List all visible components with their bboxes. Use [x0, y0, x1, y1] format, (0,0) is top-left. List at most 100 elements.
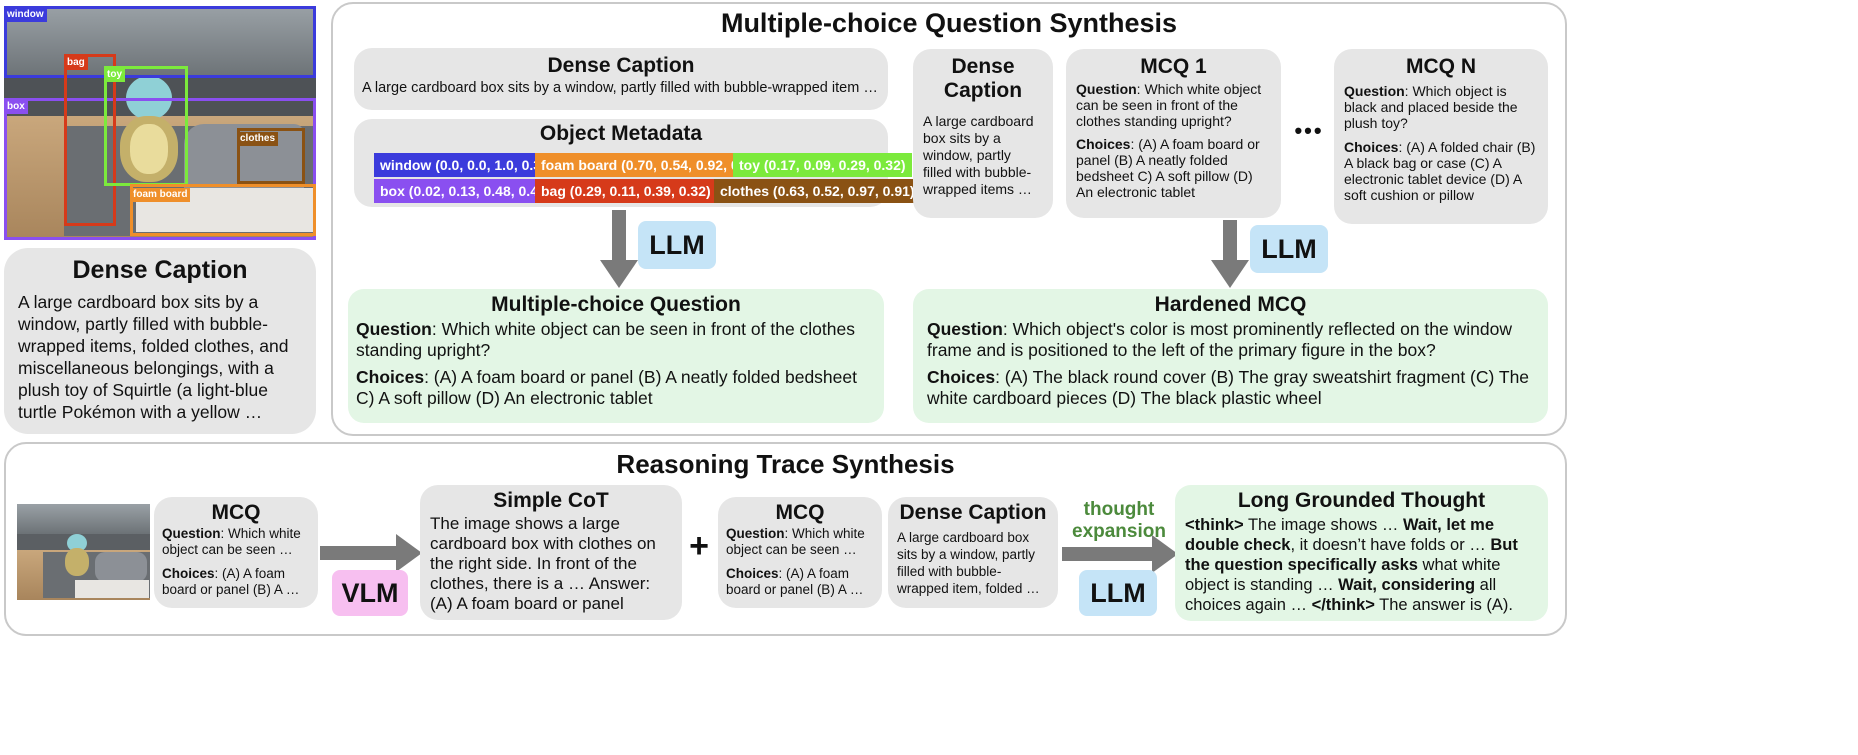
reasoning-dense-caption-text: A large cardboard box sits by a window, … [897, 530, 1040, 596]
reasoning-mcq-b-choices: Choices: (A) A foam board or panel (B) A… [726, 566, 874, 598]
reasoning-photo [17, 504, 150, 600]
question-label: Question [1344, 83, 1405, 99]
reasoning-mcq-a-card: MCQ Question: Which white object can be … [154, 497, 318, 608]
thought-bold: But the question specifically asks [1185, 536, 1518, 574]
mcq-result-question: Question: Which white object can be seen… [356, 319, 876, 361]
arrow-vlm-head [396, 534, 422, 572]
mcq1-title: MCQ 1 [1140, 55, 1207, 78]
thought-seg: , it doesn’t have folds or … [1290, 536, 1491, 554]
mcq-synthesis-title: Multiple-choice Question Synthesis [720, 8, 1178, 38]
reasoning-dense-caption-title: Dense Caption [899, 501, 1047, 524]
dense-caption-small-text: A large cardboard box sits by a window, … [923, 113, 1034, 197]
meta-tag-box: box (0.02, 0.13, 0.48, 0.48) [374, 179, 557, 203]
reasoning-mcq-a-choices: Choices: (A) A foam board or panel (B) A… [162, 566, 310, 598]
choices-text: : (A) A foam board or panel (B) A neatly… [1076, 136, 1260, 200]
simple-cot-card: Simple CoT The image shows a large cardb… [420, 485, 682, 620]
question-text: : Which white object can be seen … [726, 526, 865, 557]
meta-tag-toy: toy (0.17, 0.09, 0.29, 0.32) [733, 153, 912, 177]
think-close: </think> [1311, 596, 1375, 614]
long-thought-title: Long Grounded Thought [1237, 489, 1486, 512]
hardened-mcq-title: Hardened MCQ [1154, 293, 1307, 316]
thought-seg: what white object is standing … [1185, 556, 1501, 594]
reasoning-mcq-a-question: Question: Which white object can be seen… [162, 526, 310, 558]
meta-tag-bag: bag (0.29, 0.11, 0.39, 0.32) [535, 179, 717, 203]
question-text: : Which object is black and placed besid… [1344, 83, 1518, 131]
meta-tag-clothes: clothes (0.63, 0.52, 0.97, 0.91) [714, 179, 921, 203]
left-dense-caption-card: Dense Caption A large cardboard box sits… [4, 248, 316, 434]
thought-seg: all choices again … [1185, 576, 1497, 614]
reasoning-dense-caption-card: Dense Caption A large cardboard box sits… [888, 497, 1058, 608]
llm-badge-left: LLM [638, 221, 716, 269]
bbox-bag-tag: bag [64, 56, 88, 70]
hardened-question: Question: Which object's color is most p… [927, 319, 1534, 361]
reasoning-title: Reasoning Trace Synthesis [616, 449, 955, 479]
arrow-llm-head [1152, 535, 1178, 573]
bbox-box-tag: box [4, 100, 28, 114]
choices-label: Choices [927, 367, 996, 387]
question-label: Question [1076, 81, 1137, 97]
plus-sign: + [689, 527, 709, 565]
reasoning-mcq-b-question: Question: Which white object can be seen… [726, 526, 874, 558]
question-label: Question [356, 319, 432, 339]
mcqn-question: Question: Which object is black and plac… [1344, 83, 1538, 131]
hardened-mcq-card: Hardened MCQ Question: Which object's co… [913, 289, 1548, 423]
bbox-window [4, 6, 316, 78]
question-text: : Which white object can be seen in fron… [356, 319, 855, 360]
mcqn-title: MCQ N [1406, 55, 1476, 78]
arrow-down-left-shaft [612, 210, 626, 262]
thought-seg: The answer is (A). [1374, 596, 1514, 614]
meta-tag-window: window (0.0, 0.0, 1.0, 0.31) [374, 153, 560, 177]
mcq-dense-caption-card: Dense Caption A large cardboard box sits… [354, 48, 888, 110]
choices-label: Choices [162, 566, 215, 581]
bbox-toy-tag: toy [104, 68, 125, 82]
question-label: Question [162, 526, 221, 541]
llm-badge-reasoning: LLM [1079, 570, 1157, 616]
reasoning-mcq-b-title: MCQ [775, 501, 825, 524]
question-text: : Which white object can be seen … [162, 526, 301, 557]
annotated-photo: window box bag toy clothes foam board [4, 6, 316, 240]
question-text: : Which white object can be seen in fron… [1076, 81, 1262, 129]
long-thought-text: <think> The image shows … Wait, let me d… [1185, 515, 1538, 615]
mcq-result-title: Multiple-choice Question [491, 293, 741, 316]
choices-text: : (A) The black round cover (B) The gray… [927, 367, 1530, 408]
mcq-result-card: Multiple-choice Question Question: Which… [348, 289, 884, 423]
mcq-dense-caption-text: A large cardboard box sits by a window, … [362, 80, 878, 96]
dense-caption-small-card: Dense Caption A large cardboard box sits… [913, 49, 1053, 218]
bbox-toy [104, 66, 188, 186]
object-metadata-title: Object Metadata [539, 122, 703, 145]
arrow-down-left-head [600, 260, 638, 288]
choices-label: Choices [726, 566, 779, 581]
thought-expansion-label: thought expansion [1058, 499, 1180, 543]
bbox-bag [64, 54, 116, 226]
mcq1-card: MCQ 1 Question: Which white object can b… [1066, 49, 1281, 218]
mcqn-choices: Choices: (A) A folded chair (B) A black … [1344, 139, 1538, 203]
vlm-badge: VLM [332, 570, 408, 616]
hardened-choices: Choices: (A) The black round cover (B) T… [927, 367, 1534, 409]
bbox-window-tag: window [4, 8, 47, 22]
left-dense-caption-title: Dense Caption [72, 256, 248, 284]
arrow-down-right-head [1211, 260, 1249, 288]
left-dense-caption-text: A large cardboard box sits by a window, … [18, 292, 289, 422]
arrow-down-right-shaft [1223, 220, 1237, 262]
ellipsis-dots: ••• [1294, 118, 1324, 143]
thought-expansion-line2: expansion [1072, 521, 1166, 542]
bbox-box [4, 98, 316, 240]
mcq1-question: Question: Which white object can be seen… [1076, 81, 1271, 129]
arrow-vlm-shaft [320, 546, 398, 560]
meta-tag-foam-board: foam board (0.70, 0.54, 0.92, 0.84) [535, 153, 769, 177]
bbox-foam-board [130, 184, 316, 236]
simple-cot-text: The image shows a large cardboard box wi… [430, 514, 656, 613]
dense-caption-small-title: Dense Caption [943, 55, 1023, 102]
question-label: Question [927, 319, 1003, 339]
choices-text: : (A) A foam board or panel (B) A … [162, 566, 300, 597]
thought-bold: Wait, considering [1338, 576, 1476, 594]
mcq-result-choices: Choices: (A) A foam board or panel (B) A… [356, 367, 876, 409]
bbox-clothes-tag: clothes [237, 132, 279, 146]
question-label: Question [726, 526, 785, 541]
reasoning-mcq-b-card: MCQ Question: Which white object can be … [718, 497, 882, 608]
reasoning-mcq-a-title: MCQ [211, 501, 261, 524]
mcq1-choices: Choices: (A) A foam board or panel (B) A… [1076, 136, 1271, 200]
choices-text: : (A) A foam board or panel (B) A … [726, 566, 864, 597]
arrow-llm-shaft [1062, 547, 1154, 561]
choices-label: Choices [1344, 139, 1399, 155]
